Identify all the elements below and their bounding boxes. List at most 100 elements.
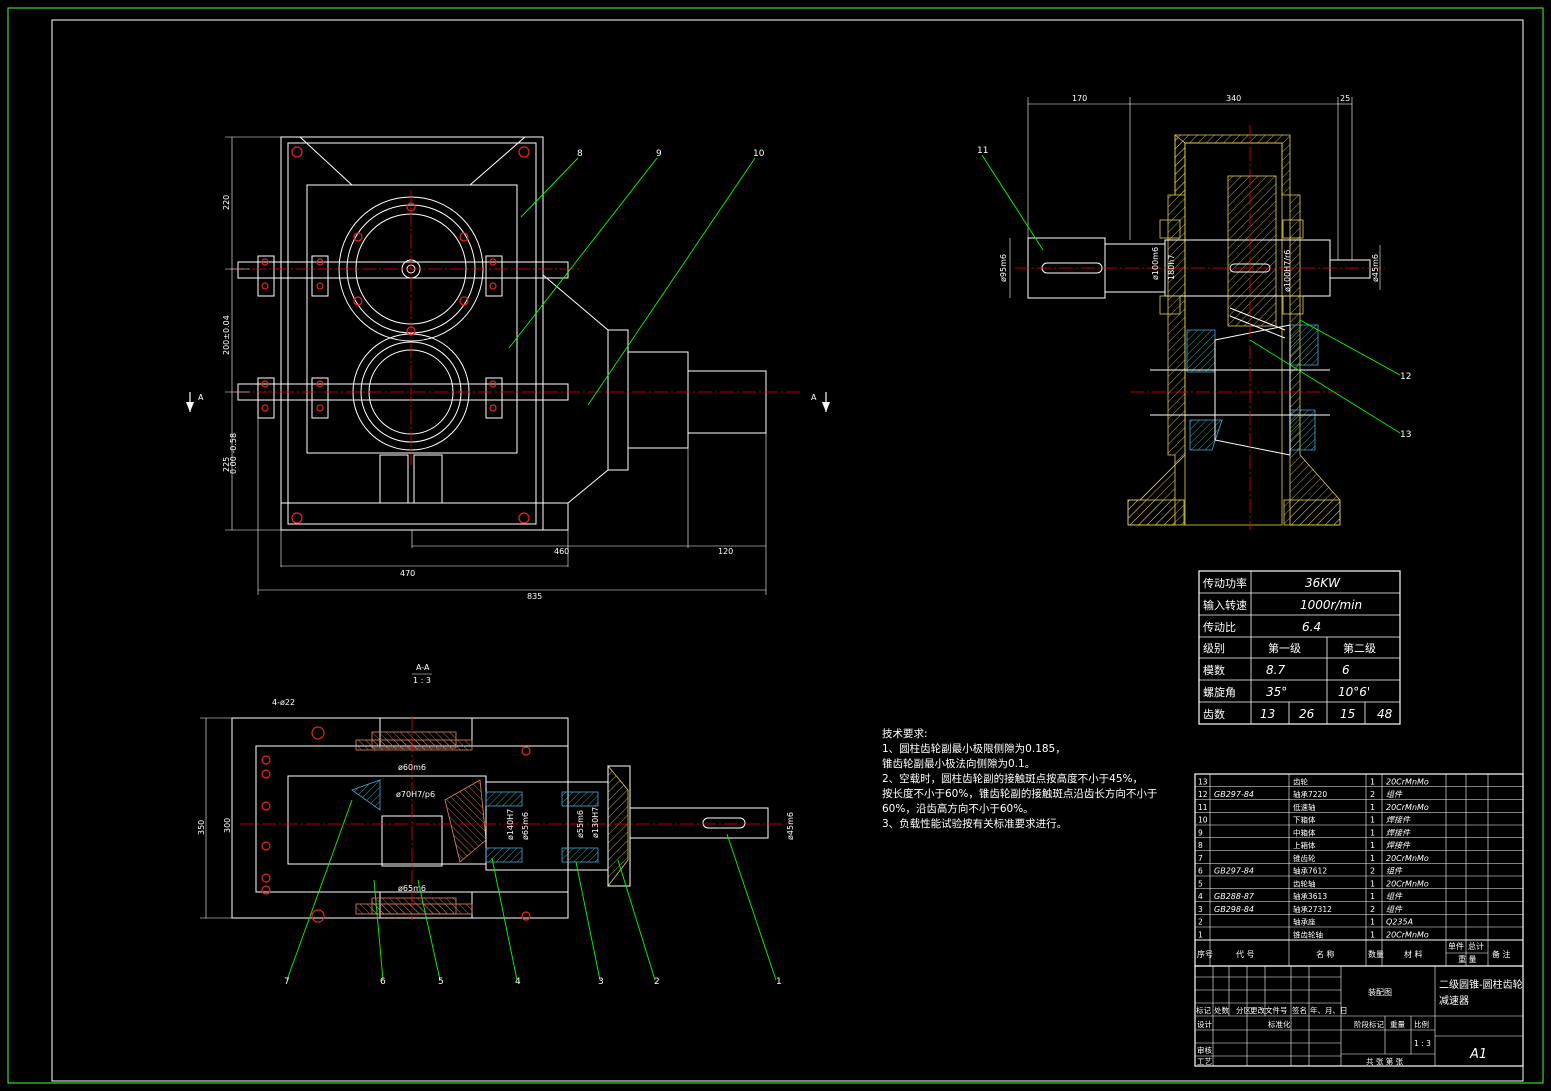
bom-cell-no: 10 — [1198, 816, 1208, 825]
bom-head-code: 代 号 — [1236, 949, 1255, 959]
tb-standard: 标准化 — [1268, 1019, 1291, 1029]
bom-cell-no: 8 — [1198, 841, 1203, 850]
callout-6: 6 — [380, 977, 386, 987]
spec-teeth-4: 48 — [1377, 707, 1393, 721]
callout-5: 5 — [438, 977, 444, 987]
spec-module-1: 8.7 — [1266, 663, 1285, 677]
bom-cell-name: 齿轮轴 — [1293, 878, 1316, 888]
callout-9: 9 — [656, 149, 662, 159]
bom-cell-mat: 组件 — [1386, 867, 1403, 876]
bom-cell-mat: 20CrMnMo — [1386, 803, 1429, 812]
tb-size: A1 — [1469, 1047, 1487, 1062]
section-title: A-A — [416, 663, 430, 672]
bom-cell-no: 5 — [1198, 879, 1203, 888]
bom-head-mat: 材 料 — [1404, 949, 1423, 959]
tb-process: 工艺 — [1197, 1057, 1212, 1066]
bom-cell-mat: 焊接件 — [1386, 828, 1411, 837]
callout-8: 8 — [577, 149, 583, 159]
callout-10: 10 — [753, 149, 765, 159]
bom-cell-name: 齿轮 — [1293, 776, 1309, 786]
section-arrow-right: A — [811, 393, 817, 402]
spec-spiral-1: 35° — [1266, 685, 1287, 699]
dim-d55: ø55m6 — [576, 810, 585, 838]
bom-cell-mat: 20CrMnMo — [1386, 879, 1429, 888]
dim-d100b: ø100H7/r6 — [1283, 250, 1292, 292]
bom-head-unit: 单件 — [1448, 941, 1464, 951]
dim-d95: ø95m6 — [999, 254, 1008, 282]
spec-teeth-3: 15 — [1340, 707, 1355, 721]
tb-product-name-2: 减速器 — [1439, 995, 1469, 1007]
bom-cell-name: 轴承3613 — [1293, 891, 1327, 901]
bom-cell-qty: 1 — [1370, 803, 1375, 812]
bom-cell-qty: 1 — [1370, 892, 1375, 901]
dim-d130: ø130H7 — [591, 807, 600, 838]
bom-cell-no: 9 — [1198, 828, 1203, 837]
tb-design: 设计 — [1197, 1019, 1213, 1029]
dim-470: 470 — [400, 569, 415, 578]
spec-module-2: 6 — [1342, 663, 1350, 677]
bom-cell-no: 1 — [1198, 930, 1203, 939]
tb-change: 更改文件号 — [1250, 1005, 1288, 1015]
bom-cell-qty: 1 — [1370, 918, 1375, 927]
dim-small: ø65m6 — [398, 884, 426, 893]
bom-cell-code: GB297-84 — [1214, 867, 1254, 876]
bom-cell-name: 上箱体 — [1293, 840, 1316, 850]
notes-line-5: 60%，沿齿高方向不小于60%。 — [882, 803, 1034, 815]
notes-line-6: 3、负载性能试验按有关标准要求进行。 — [882, 818, 1068, 830]
dim-835: 835 — [527, 592, 542, 601]
bom-head-qty: 数量 — [1368, 949, 1384, 959]
bom-cell-name: 下箱体 — [1293, 815, 1316, 825]
dim-d180: 180h7 — [1167, 255, 1176, 280]
bom-cell-qty: 1 — [1370, 777, 1375, 786]
spec-spiral-label: 螺旋角 — [1203, 685, 1236, 699]
bom-cell-qty: 1 — [1370, 841, 1375, 850]
spec-speed-value: 1000r/min — [1300, 598, 1362, 612]
spec-teeth-2: 26 — [1299, 707, 1315, 721]
tb-scale-val: 1 : 3 — [1414, 1039, 1431, 1048]
dim-d60: ø60m6 — [398, 763, 426, 772]
inner-frame — [51, 19, 1524, 1082]
bom-cell-qty: 2 — [1370, 867, 1375, 876]
callout-12: 12 — [1400, 372, 1411, 382]
section-view: A-A 1 : 3 — [197, 663, 795, 987]
callout-4: 4 — [515, 977, 521, 987]
bom-cell-name: 轴承座 — [1293, 917, 1316, 927]
bom-cell-no: 7 — [1198, 854, 1203, 863]
spec-teeth-label: 齿数 — [1203, 708, 1225, 721]
dim-225: 225 — [222, 457, 231, 472]
side-view: 170 340 25 ø95m6 ø100m6 180h7 ø100H7/r6 … — [977, 94, 1411, 530]
tb-zone: 分区 — [1236, 1006, 1252, 1015]
bom-cell-mat: 20CrMnMo — [1386, 777, 1429, 786]
spec-ratio-value: 6.4 — [1302, 620, 1321, 634]
spec-table: 传动功率 输入转速 传动比 级别 模数 螺旋角 齿数 第一级 第二级 36KW … — [1198, 570, 1401, 725]
bom-cell-mat: 组件 — [1386, 892, 1403, 901]
tb-product-name-1: 二级圆锥-圆柱齿轮 — [1439, 978, 1523, 991]
technical-notes: 技术要求: 1、圆柱齿轮副最小极限侧隙为0.185， 锥齿轮副最小极法向侧隙为0… — [882, 727, 1182, 832]
callout-2: 2 — [654, 977, 660, 987]
tb-marks: 标记 — [1196, 1005, 1212, 1015]
tb-sheets: 共 张 第 张 — [1366, 1056, 1404, 1066]
bom-cell-no: 3 — [1198, 905, 1203, 914]
dim-225-tol: 0.00 -0.58 — [229, 433, 238, 474]
spec-spiral-2: 10°6' — [1338, 685, 1370, 699]
bom-cell-mat: 焊接件 — [1386, 816, 1411, 825]
bom-cell-no: 2 — [1198, 918, 1203, 927]
dim-d65: ø65m6 — [521, 812, 530, 840]
dim-120: 120 — [718, 547, 733, 556]
dim-200: 200±0.04 — [222, 315, 231, 355]
spec-teeth-1: 13 — [1260, 707, 1275, 721]
bom-cell-no: 4 — [1198, 892, 1203, 901]
notes-line-4: 按长度不小于60%，锥齿轮副的接触斑点沿齿长方向不小于 — [882, 788, 1158, 800]
notes-line-2: 锥齿轮副最小极法向侧隙为0.1。 — [882, 758, 1036, 770]
callout-7: 7 — [284, 977, 290, 987]
dim-d45: ø45m6 — [1371, 254, 1380, 282]
dim-holes: 4-ø22 — [272, 698, 295, 707]
callout-11: 11 — [977, 146, 988, 156]
spec-power-label: 传动功率 — [1203, 576, 1247, 590]
bom-cell-mat: 20CrMnMo — [1386, 930, 1429, 939]
bom-cell-no: 6 — [1198, 867, 1203, 876]
bom-cell-name: 锥齿轮 — [1293, 853, 1316, 863]
bom-cell-qty: 1 — [1370, 854, 1375, 863]
bom-cell-mat: 20CrMnMo — [1386, 854, 1429, 863]
